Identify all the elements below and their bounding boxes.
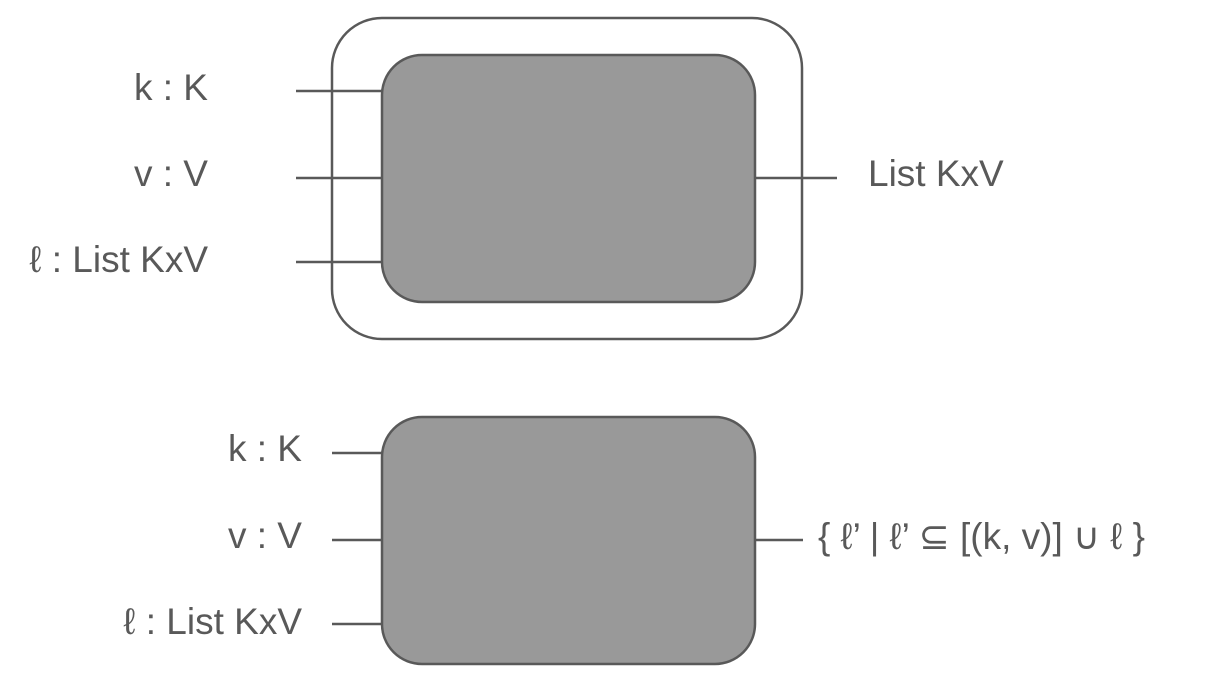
- top-input-label-k: k : K: [134, 67, 208, 108]
- top-inner-box: [380, 53, 757, 304]
- top-output-label: List KxV: [868, 153, 1004, 194]
- top-input-label-v: v : V: [134, 153, 208, 194]
- bottom-input-label-v: v : V: [228, 515, 302, 556]
- bottom-diagram: k : K v : V ℓ : List KxV { ℓ’ | ℓ’ ⊆ [(k…: [123, 415, 1145, 666]
- top-input-label-list: ℓ : List KxV: [29, 239, 208, 280]
- bottom-output-label: { ℓ’ | ℓ’ ⊆ [(k, v)] ∪ ℓ }: [818, 516, 1145, 557]
- bottom-input-label-list: ℓ : List KxV: [123, 601, 302, 642]
- bottom-box: [380, 415, 757, 666]
- bottom-input-label-k: k : K: [228, 428, 302, 469]
- top-diagram: k : K v : V ℓ : List KxV List KxV: [29, 16, 1004, 341]
